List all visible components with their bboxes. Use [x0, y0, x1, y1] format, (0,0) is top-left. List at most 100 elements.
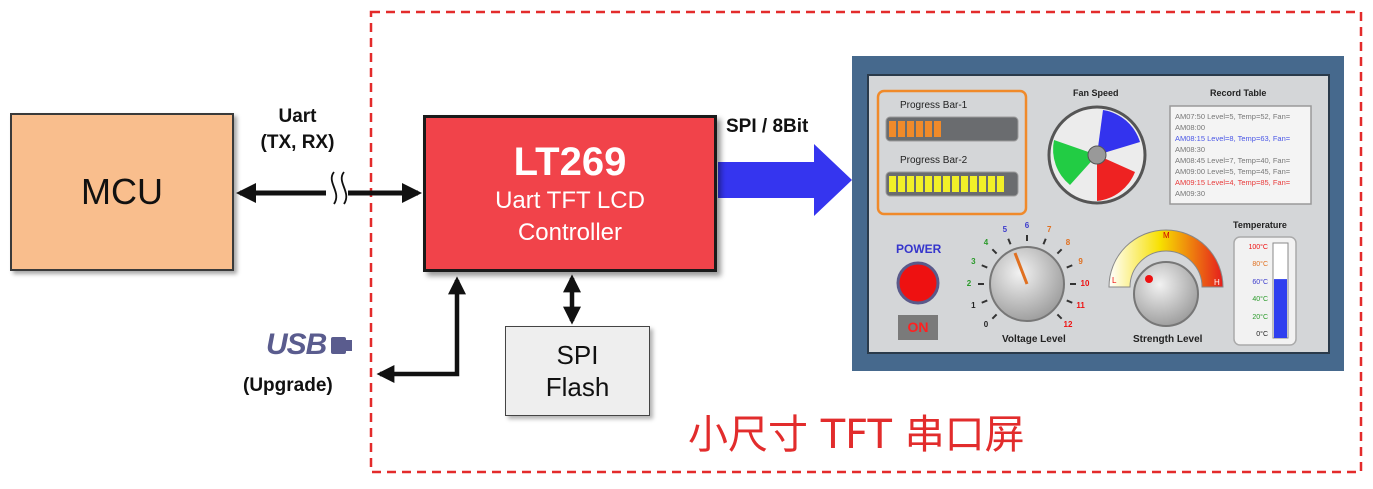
progress-bar-2-segment [898, 176, 905, 192]
voltage-tick-label: 9 [1078, 256, 1083, 266]
flash-line2: Flash [545, 372, 610, 402]
progress-bar-1-track [885, 116, 1019, 142]
progress-bar-2-segment [970, 176, 977, 192]
record-row: AM09:00 Level=5, Temp=45, Fan= [1175, 167, 1291, 176]
power-button [896, 261, 940, 305]
voltage-tick-label: 1 [971, 301, 976, 311]
record-row: AM08:00 [1175, 123, 1206, 132]
strength-arc [1108, 229, 1224, 288]
voltage-dial-ticks [978, 235, 1076, 320]
fan-icon [1047, 105, 1147, 205]
voltage-tick [1066, 264, 1073, 269]
progress-bar-2-label: Progress Bar-2 [900, 155, 968, 166]
strength-knob [1133, 261, 1199, 327]
usb-plug-icon [331, 337, 352, 354]
controller-line1: Uart TFT LCD [495, 186, 645, 214]
progress-bar-2-segment [907, 176, 914, 192]
usb-label: (Upgrade) [243, 375, 333, 396]
mcu-label: MCU [81, 171, 163, 212]
voltage-tick-label: 7 [1046, 225, 1052, 235]
progress-bar-2-segment [997, 176, 1004, 192]
uart-label-line2: (TX, RX) [260, 132, 335, 153]
thermometer-fill [1274, 279, 1287, 338]
record-table-title: Record Table [1210, 88, 1267, 98]
voltage-tick [991, 248, 998, 255]
uart-label: Uart (TX, RX) [250, 104, 345, 156]
spi-label: SPI / 8Bit [726, 116, 809, 137]
break-symbol [326, 170, 348, 218]
mcu-block: MCU [10, 113, 234, 271]
progress-bar-1-segment [925, 121, 932, 137]
voltage-tick-label: 2 [966, 279, 972, 288]
voltage-level-label: Voltage Level [1002, 334, 1066, 345]
temperature-tick-label: 0°C [1256, 331, 1268, 338]
voltage-tick-label: 3 [971, 256, 976, 266]
record-row: AM08:45 Level=7, Temp=40, Fan= [1175, 156, 1291, 165]
voltage-tick [1066, 299, 1073, 304]
voltage-tick-label: 6 [1024, 221, 1030, 230]
progress-bar-2-segment [916, 176, 923, 192]
progress-bar-2-segment [934, 176, 941, 192]
temperature-tick-label: 80°C [1252, 261, 1268, 269]
temperature-tick-label: 20°C [1252, 313, 1268, 321]
uart-label-line1: Uart [278, 106, 317, 127]
strength-indicator [1145, 275, 1153, 283]
progress-bar-2-segment [988, 176, 995, 192]
flash-block: SPI Flash [505, 326, 650, 416]
panel-title: 小尺寸 TFT 串口屏 [688, 412, 1025, 458]
record-table-box [1169, 105, 1312, 205]
progress-bar-1-segment [934, 121, 941, 137]
voltage-tick-label: 4 [983, 237, 989, 247]
spi-arrow [718, 144, 852, 216]
controller-line2: Controller [517, 218, 623, 246]
temperature-tick-label: 100°C [1248, 244, 1268, 251]
record-row: AM07:50 Level=5, Temp=52, Fan= [1175, 112, 1291, 121]
on-indicator [898, 315, 938, 340]
fan-speed-title: Fan Speed [1073, 88, 1119, 98]
voltage-pointer [1013, 252, 1029, 285]
usb-logo: USB [266, 328, 327, 361]
voltage-tick [1056, 313, 1063, 320]
record-row: AM08:15 Level=8, Temp=63, Fan= [1175, 134, 1291, 143]
progress-bar-1-segment [898, 121, 905, 137]
voltage-tick [991, 313, 998, 320]
progress-bar-2-segment [961, 176, 968, 192]
record-row: AM09:15 Level=4, Temp=85, Fan= [1175, 178, 1291, 187]
temperature-tick-label: 40°C [1252, 296, 1268, 304]
progress-bar-1-segment [916, 121, 923, 137]
controller-block: LT269 Uart TFT LCD Controller [423, 115, 717, 272]
progress-bar-2-segment [979, 176, 986, 192]
progress-bar-1-segment [889, 121, 896, 137]
voltage-tick [981, 299, 988, 304]
strength-mid-mark: M [1163, 231, 1170, 240]
voltage-tick-label: 10 [1080, 279, 1090, 288]
voltage-tick-label: 11 [1076, 301, 1085, 311]
voltage-tick [1056, 248, 1063, 255]
on-label: ON [907, 319, 929, 335]
progress-bar-1-segment [907, 121, 914, 137]
progress-group [876, 89, 1028, 216]
module-boundary [369, 10, 1363, 474]
progress-bar-2-fill [889, 176, 1004, 192]
strength-low-mark: L [1112, 276, 1117, 285]
voltage-tick-label: 5 [1002, 225, 1008, 235]
progress-bar-1-label: Progress Bar-1 [900, 100, 968, 111]
voltage-tick [1042, 238, 1047, 245]
controller-title: LT269 [513, 139, 627, 184]
progress-bar-1-fill [889, 121, 941, 137]
strength-high-mark: H [1214, 278, 1220, 287]
voltage-tick [1007, 238, 1012, 245]
progress-bar-2-segment [952, 176, 959, 192]
flash-line1: SPI [556, 340, 599, 370]
voltage-tick-label: 12 [1063, 320, 1073, 329]
usb-arrow [376, 276, 466, 383]
temperature-title: Temperature [1233, 220, 1287, 230]
progress-bar-2-segment [943, 176, 950, 192]
voltage-tick [981, 264, 988, 269]
record-row: AM09:30 [1175, 189, 1206, 198]
progress-bar-2-segment [925, 176, 932, 192]
voltage-tick-label: 8 [1065, 237, 1071, 247]
temperature-tick-label: 60°C [1252, 278, 1268, 286]
